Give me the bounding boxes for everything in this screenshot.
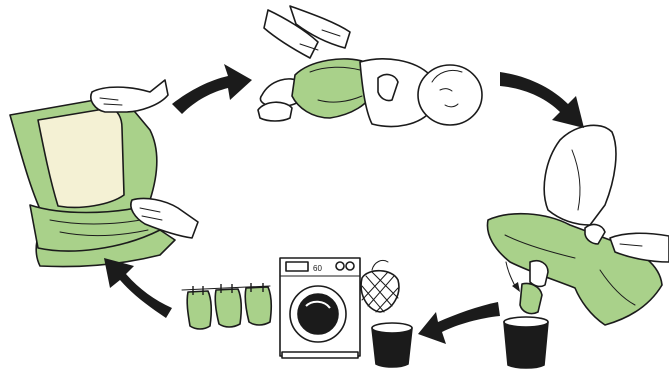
hanging-diaper-1 [187,291,211,329]
washing-machine-icon: 60 [280,258,412,367]
arrow-1-icon [172,64,252,114]
open-diaper-with-insert-icon [10,80,198,267]
baby-leg [544,125,616,225]
clothesline-diapers-icon [182,283,271,329]
washer-display: 60 [313,264,322,273]
hanging-diaper-2 [215,289,241,327]
hand-top [91,80,168,112]
arrow-3-icon [418,302,500,344]
arrow-4-icon [104,258,172,318]
arrow-2-icon [500,72,584,128]
diaper-pail-icon [504,261,548,368]
hanging-diaper-3 [245,287,271,325]
diaper-removal-icon [487,125,669,325]
baby-being-diapered-icon [258,6,482,126]
baby-head [418,65,482,125]
removed-diaper [487,214,662,325]
